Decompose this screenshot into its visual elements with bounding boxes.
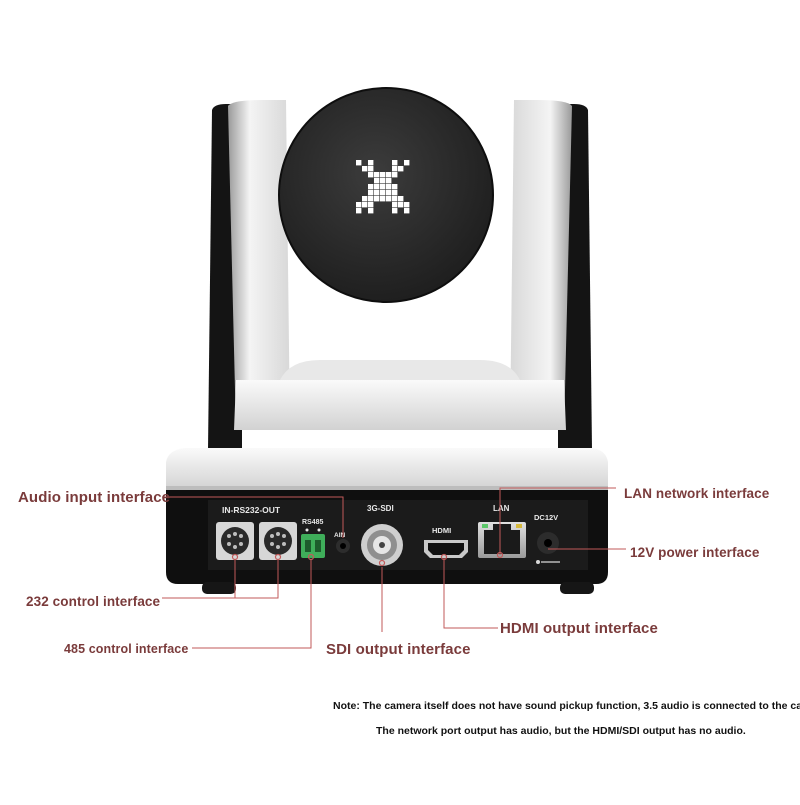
callout-lines [162,487,626,649]
label-power: 12V power interface [630,545,760,560]
callout-dots [231,551,504,567]
panel-label-rs232: IN-RS232-OUT [222,505,281,515]
label-lan: LAN network interface [624,486,770,501]
rs485-terminal [301,528,325,558]
brand-logo-icon [356,160,410,214]
label-rs485: 485 control interface [64,642,189,656]
panel-label-rs485: RS485 [302,519,324,526]
panel-label-dc: DC12V [534,513,558,522]
lan-callout-line [499,487,616,555]
rs485-callout-line [192,559,312,649]
label-rs232: 232 control interface [26,594,161,609]
rear-panel: IN-RS232-OUT RS485 AIN 3G-SDI HDMI LAN D… [208,500,588,570]
panel-label-ain: AIN [334,532,346,539]
sdi-bnc-connector [361,524,403,566]
panel-label-sdi: 3G-SDI [367,504,394,513]
hdmi-callout-line [443,558,498,629]
rs232-callout-line-2 [235,560,279,599]
yoke-arms [228,100,572,430]
rs232-ports [216,522,297,560]
camera-head [278,87,494,303]
label-hdmi: HDMI output interface [500,620,658,637]
lan-port [478,522,526,558]
note-line-2: The network port output has audio, but t… [376,725,746,737]
note-line-1: Note: The camera itself does not have so… [333,700,800,712]
panel-label-hdmi: HDMI [432,526,451,535]
panel-label-lan: LAN [493,504,510,513]
hdmi-port [424,540,468,558]
audio-in-jack [336,539,350,553]
audio-callout-line [162,496,344,538]
label-sdi: SDI output interface [326,641,471,658]
label-audio-input: Audio input interface [18,489,171,506]
